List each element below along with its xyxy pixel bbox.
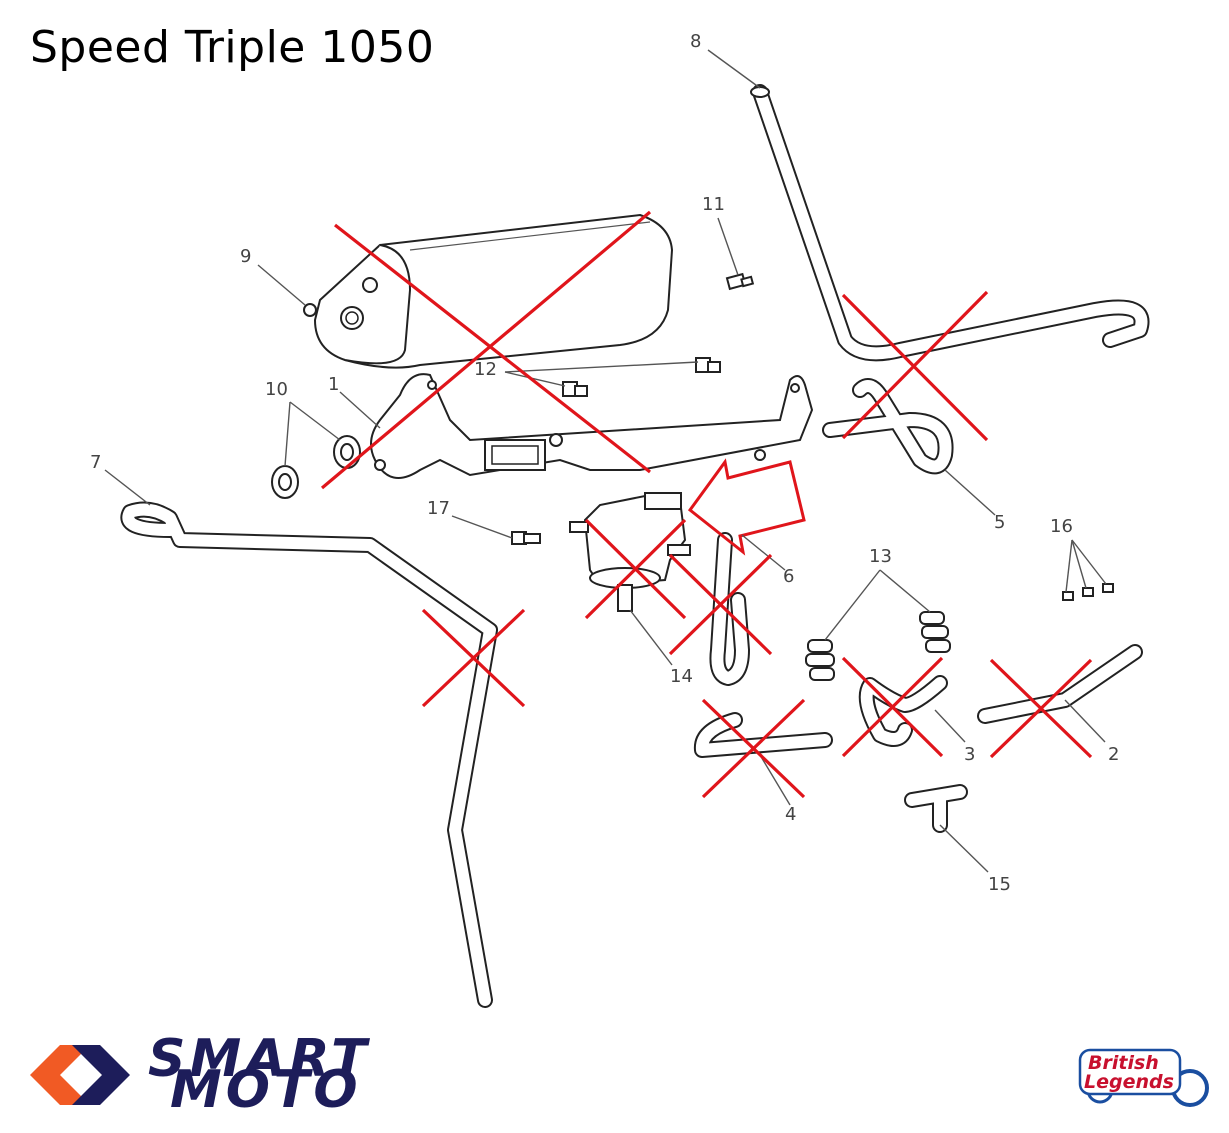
part-17-bolt — [511, 531, 541, 545]
part-4-hose — [693, 712, 833, 758]
svg-text:MOTO: MOTO — [170, 1060, 362, 1120]
callout-16: 16 — [1050, 516, 1073, 537]
part-9-canister — [303, 213, 674, 369]
cross-mark-part-2 — [989, 658, 1093, 759]
part-5-hose — [822, 378, 954, 475]
callout-12: 12 — [474, 359, 497, 380]
part-11-bolt — [725, 272, 755, 291]
callout-6: 6 — [783, 566, 794, 587]
part-13-clips — [805, 611, 951, 681]
callout-2: 2 — [1108, 744, 1119, 765]
cross-mark-part-8 — [841, 290, 989, 442]
leader-lines — [104, 49, 1107, 873]
removal-cross-marks — [320, 210, 1093, 799]
part-15-t-connector — [904, 784, 968, 833]
part-12-bolts — [562, 357, 721, 397]
callout-1: 1 — [328, 374, 339, 395]
cross-mark-part-4 — [701, 698, 806, 799]
page-title: Speed Triple 1050 — [30, 22, 435, 73]
cross-mark-canister-bracket — [320, 210, 652, 490]
part-14-valve — [569, 492, 691, 612]
callout-5: 5 — [994, 512, 1005, 533]
callout-13: 13 — [869, 546, 892, 567]
callout-8: 8 — [690, 31, 701, 52]
part-1-bracket — [370, 373, 814, 479]
part-7-hose — [120, 501, 498, 1008]
smart-moto-logo: SMART MOTO — [30, 1029, 371, 1120]
part-6-hose — [709, 532, 750, 686]
callout-10: 10 — [265, 379, 288, 400]
callout-15: 15 — [988, 874, 1011, 895]
svg-text:British: British — [1088, 1052, 1159, 1074]
callout-3: 3 — [964, 744, 975, 765]
part-2-hose — [977, 644, 1143, 724]
british-legends-logo: British Legends — [1078, 1048, 1209, 1107]
cross-mark-part-3 — [841, 656, 944, 758]
highlight-arrow — [687, 458, 806, 556]
callout-17: 17 — [427, 498, 450, 519]
part-8-hose — [750, 84, 1150, 362]
callout-numbers: 8 11 9 12 1 10 7 17 5 16 13 6 14 3 2 4 1… — [90, 31, 1119, 895]
cross-mark-part-6 — [668, 553, 773, 656]
callout-11: 11 — [702, 194, 725, 215]
callout-7: 7 — [90, 452, 101, 473]
svg-text:Legends: Legends — [1084, 1071, 1174, 1093]
callout-9: 9 — [240, 246, 251, 267]
cross-mark-part-7 — [421, 608, 526, 708]
cross-mark-part-14 — [584, 518, 687, 620]
svg-text:SMART: SMART — [148, 1029, 371, 1089]
callout-14: 14 — [670, 666, 693, 687]
callout-4: 4 — [785, 804, 796, 825]
part-16-screws — [1062, 583, 1114, 601]
